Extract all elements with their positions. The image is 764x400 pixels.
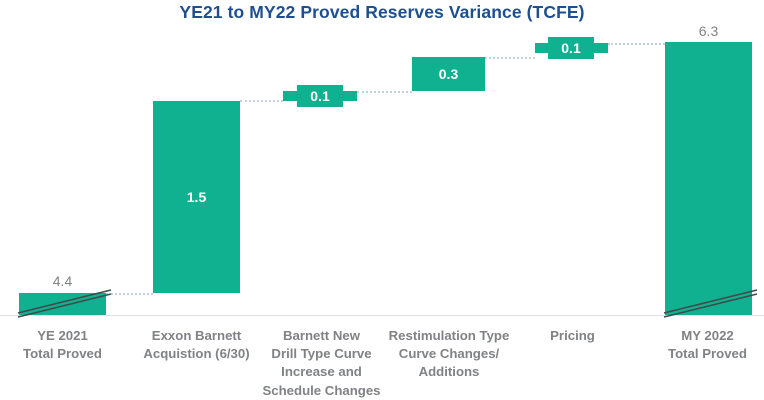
value-label-bar-2: 1.5 <box>186 189 207 205</box>
category-label-my-2022-total-proved: MY 2022 Total Proved <box>668 328 747 362</box>
axis-baseline <box>0 315 764 316</box>
category-label-barnett-new-drill-type-curve: Barnett New Drill Type Curve Increase an… <box>262 328 381 398</box>
connector-3 <box>357 91 412 93</box>
connector-2 <box>240 100 283 102</box>
value-label-bar-6: 6.3 <box>698 23 719 39</box>
value-label-bar-4: 0.3 <box>438 66 459 82</box>
bar-restimulation-type-curve-changes[interactable] <box>412 57 485 91</box>
bar-exxon-barnett-acquisition[interactable] <box>153 101 240 293</box>
category-label-pricing: Pricing <box>550 328 595 343</box>
connector-4 <box>485 57 535 59</box>
connector-5 <box>608 43 665 45</box>
category-label-exxon-barnett-acquisition: Exxon Barnett Acquistion (6/30) <box>143 328 250 362</box>
connector-1 <box>106 293 153 295</box>
category-label-ye-2021-total-proved: YE 2021 Total Proved <box>23 328 102 362</box>
value-label-bar-3: 0.1 <box>297 85 343 107</box>
chart-title: YE21 to MY22 Proved Reserves Variance (T… <box>179 2 585 22</box>
value-label-bar-1: 4.4 <box>52 273 73 289</box>
bar-ye-2021-total-proved[interactable] <box>19 293 106 315</box>
category-label-restimulation-type-curve-changes: Restimulation Type Curve Changes/ Additi… <box>388 328 510 380</box>
bar-my-2022-total-proved[interactable] <box>665 42 752 315</box>
value-label-bar-5: 0.1 <box>548 37 594 59</box>
